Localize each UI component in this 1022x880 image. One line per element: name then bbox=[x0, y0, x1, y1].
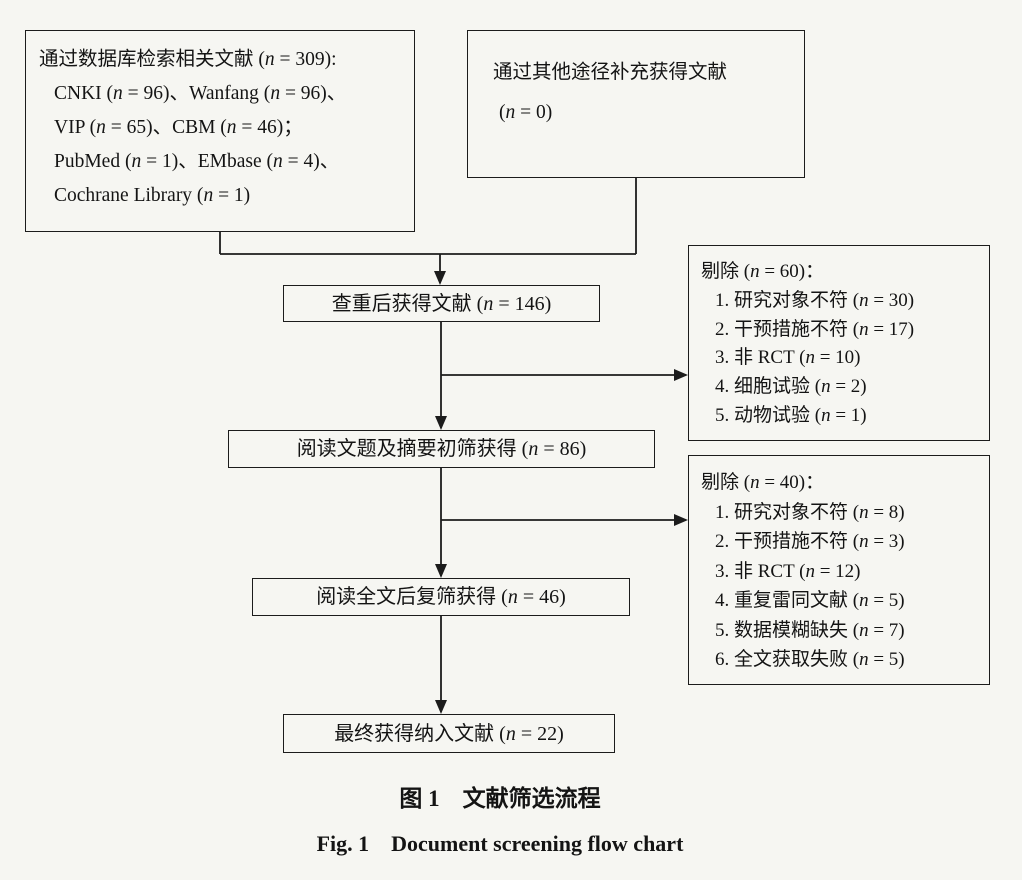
text-line: 查重后获得文献 (n = 146) bbox=[331, 292, 552, 315]
text-line: 1. 研究对象不符 (n = 8) bbox=[715, 501, 905, 523]
text-line: 3. 非 RCT (n = 12) bbox=[715, 560, 861, 582]
text-line: PubMed (n = 1)、EMbase (n = 4)、 bbox=[54, 151, 340, 172]
text-line: 2. 干预措施不符 (n = 3) bbox=[715, 531, 905, 552]
text-line: 3. 非 RCT (n = 10) bbox=[715, 347, 861, 369]
text-line: 阅读全文后复筛获得 (n = 46) bbox=[316, 586, 566, 608]
text-line: (n = 0) bbox=[499, 102, 553, 123]
figure-caption-zh: 图 1 文献筛选流程 bbox=[399, 786, 601, 811]
text-line: 4. 重复雷同文献 (n = 5) bbox=[715, 590, 905, 611]
box-final-included: 最终获得纳入文献 (n = 22) bbox=[283, 714, 615, 753]
text-line: 通过其他途径补充获得文献 bbox=[493, 62, 728, 83]
box-excluded-first: 剔除 (n = 60)： 1. 研究对象不符 (n = 30) 2. 干预措施不… bbox=[688, 245, 990, 441]
text-line: 最终获得纳入文献 (n = 22) bbox=[334, 722, 564, 745]
text-line: 1. 研究对象不符 (n = 30) bbox=[715, 289, 915, 311]
box-other-sources: 通过其他途径补充获得文献 (n = 0) bbox=[467, 30, 805, 178]
box-fulltext-screen: 阅读全文后复筛获得 (n = 46) bbox=[252, 578, 630, 616]
text-line: Cochrane Library (n = 1) bbox=[54, 185, 251, 206]
text-line: 阅读文题及摘要初筛获得 (n = 86) bbox=[296, 438, 587, 460]
text-line: 剔除 (n = 60)： bbox=[701, 261, 825, 282]
text-line: CNKI (n = 96)、Wanfang (n = 96)、 bbox=[54, 83, 347, 104]
text-line: 6. 全文获取失败 (n = 5) bbox=[715, 649, 905, 670]
text-line: 4. 细胞试验 (n = 2) bbox=[715, 376, 867, 398]
text-line: 2. 干预措施不符 (n = 17) bbox=[715, 318, 915, 340]
box-title-abstract-screen: 阅读文题及摘要初筛获得 (n = 86) bbox=[228, 430, 655, 468]
box-database-search: 通过数据库检索相关文献 (n = 309): CNKI (n = 96)、Wan… bbox=[25, 30, 415, 232]
text-line: 5. 动物试验 (n = 1) bbox=[715, 404, 867, 426]
text-line: 通过数据库检索相关文献 (n = 309): bbox=[39, 49, 337, 70]
text-line: 5. 数据模糊缺失 (n = 7) bbox=[715, 619, 905, 641]
figure-caption-en: Fig. 1 Document screening flow chart bbox=[316, 831, 684, 856]
box-excluded-second: 剔除 (n = 40)： 1. 研究对象不符 (n = 8) 2. 干预措施不符… bbox=[688, 455, 990, 685]
text-line: VIP (n = 65)、CBM (n = 46)； bbox=[54, 117, 303, 138]
box-after-dedup: 查重后获得文献 (n = 146) bbox=[283, 285, 600, 322]
text-line: 剔除 (n = 40)： bbox=[701, 472, 825, 493]
